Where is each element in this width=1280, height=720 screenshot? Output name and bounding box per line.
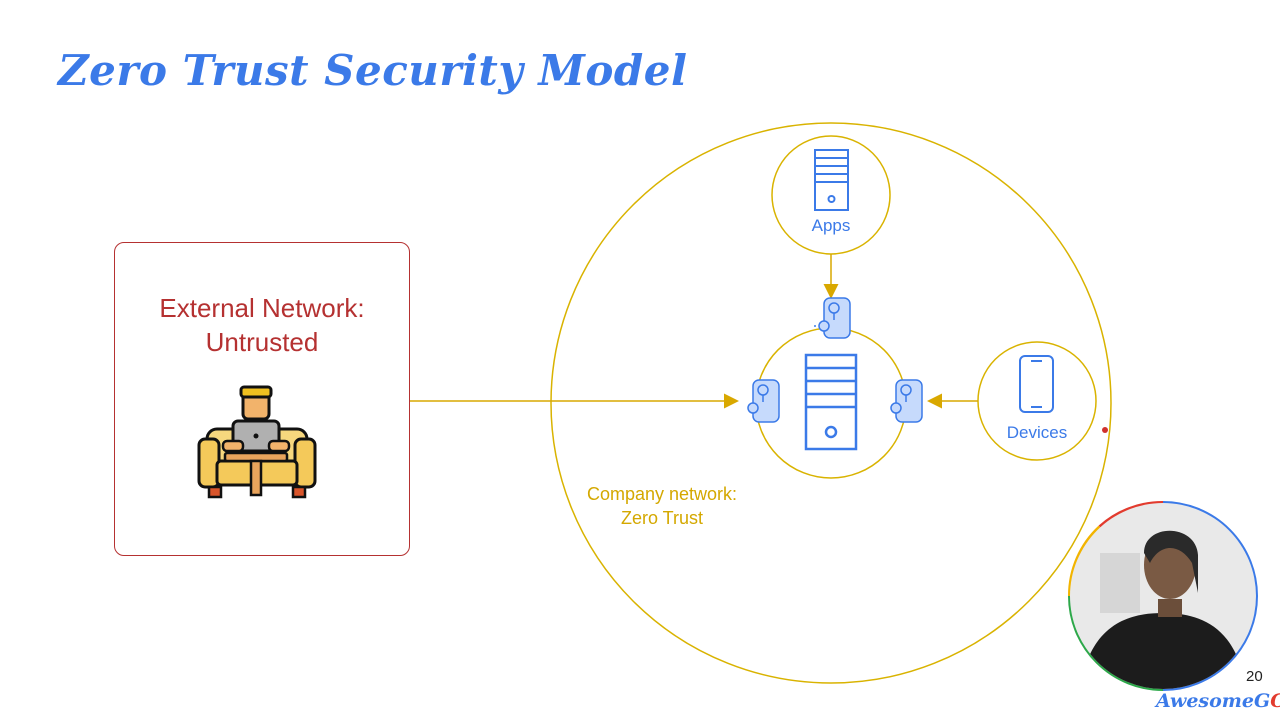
external-network-box: External Network: Untrusted	[114, 242, 410, 556]
user-on-couch-icon	[197, 385, 317, 499]
presenter-video	[1070, 503, 1256, 689]
keys-icon	[747, 379, 780, 423]
devices-label: Devices	[1006, 423, 1068, 442]
brand-c: C	[1270, 690, 1280, 712]
external-label-line1: External Network:	[159, 293, 365, 323]
server-icon	[804, 353, 858, 451]
brand-word: Awesome	[1156, 690, 1254, 712]
external-label-line2: Untrusted	[205, 327, 319, 357]
slide-title: Zero Trust Security Model	[58, 46, 688, 95]
keys-icon	[890, 379, 923, 423]
server-icon	[814, 149, 849, 211]
external-network-label: External Network: Untrusted	[115, 291, 409, 359]
company-network-circle	[550, 122, 1112, 684]
brand-logo: AwesomeGCP	[1156, 690, 1280, 712]
keys-icon	[814, 297, 851, 339]
page-number: 20	[1246, 668, 1263, 685]
smartphone-icon	[1019, 355, 1054, 413]
company-network-label: Company network: Zero Trust	[572, 482, 752, 530]
company-label-line2: Zero Trust	[620, 508, 704, 528]
apps-circle	[771, 135, 891, 255]
company-label-line1: Company network:	[586, 484, 738, 504]
pointer-dot	[1102, 427, 1108, 433]
apps-label: Apps	[811, 216, 851, 235]
brand-g: G	[1253, 690, 1271, 712]
